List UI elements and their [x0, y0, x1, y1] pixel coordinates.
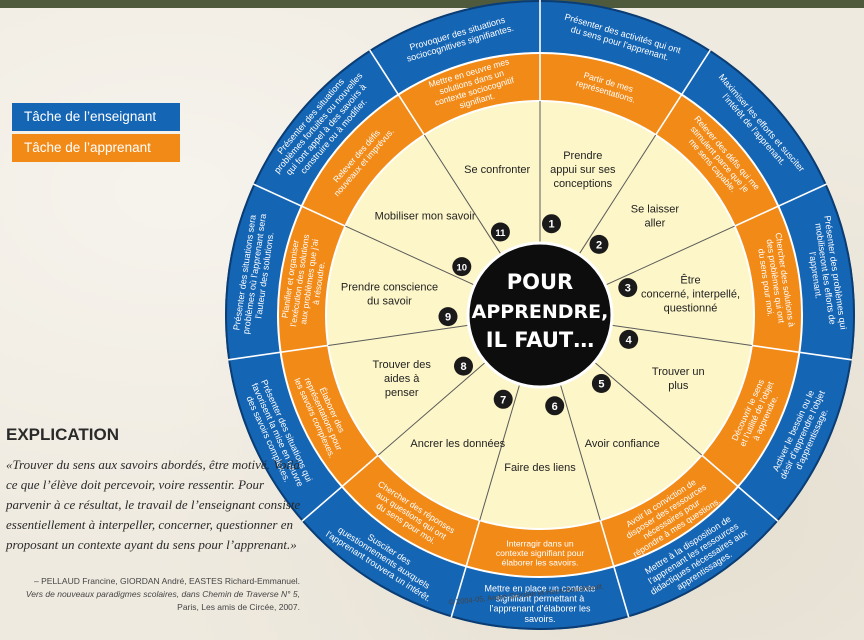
step-number-3: 3	[625, 283, 631, 295]
step-label-6: Faire des liens	[504, 462, 576, 474]
step-number-2: 2	[596, 239, 602, 251]
step-label-8: aides à	[384, 373, 420, 385]
step-label-10: Mobiliser mon savoir	[375, 211, 476, 223]
center-title-line: APPRENDRE,	[472, 301, 609, 323]
step-label-4: plus	[668, 380, 689, 392]
center-title-line: POUR	[507, 270, 573, 294]
explication-quote: «Trouver du sens aux savoirs abordés, êt…	[6, 457, 301, 552]
step-label-5: Avoir confiance	[585, 438, 660, 450]
legend: Tâche de l’enseignant Tâche de l’apprena…	[12, 103, 180, 165]
step-number-badge	[490, 222, 510, 242]
step-number-badge	[545, 396, 565, 416]
reference-title: Vers de nouveaux paradigmes scolaires, d…	[25, 589, 300, 599]
step-label-7: Ancrer les données	[410, 438, 505, 450]
step-number-badge	[438, 307, 458, 327]
learner-task-6-line: élaborer les savoirs.	[502, 558, 579, 568]
step-label-9: Prendre conscience	[341, 281, 438, 293]
outer-divider	[228, 344, 329, 361]
wheel-center: POUR APPRENDRE, IL FAUT…	[466, 241, 614, 389]
outer-divider	[253, 183, 346, 227]
step-label-8: Trouver des	[373, 359, 432, 371]
inner-divider	[328, 324, 469, 346]
step-number-badge	[542, 214, 561, 234]
inner-divider	[423, 134, 502, 255]
step-label-1: conceptions	[553, 178, 612, 190]
teacher-task-6-line: Mettre en place un contexte	[484, 584, 595, 594]
center-title-line: IL FAUT…	[486, 328, 594, 352]
step-number-badge	[591, 374, 611, 393]
step-number-badge	[452, 257, 472, 277]
step-label-9: du savoir	[367, 295, 412, 307]
wheel-dividers	[228, 0, 852, 618]
step-number-1: 1	[548, 219, 554, 231]
inner-divider	[345, 225, 475, 286]
inner-divider	[611, 324, 752, 346]
inner-divider	[559, 383, 601, 521]
step-label-4: Trouver un	[652, 366, 705, 378]
explication-section: EXPLICATION «Trouver du sens aux savoirs…	[6, 425, 306, 555]
step-number-4: 4	[626, 334, 633, 346]
step-number-6: 6	[552, 401, 558, 413]
step-number-8: 8	[460, 361, 466, 373]
outer-divider	[369, 49, 425, 136]
step-label-3: Être	[680, 273, 700, 286]
step-number-10: 10	[457, 263, 468, 274]
legend-learner-task: Tâche de l’apprenant	[12, 134, 180, 162]
inner-divider	[578, 134, 657, 255]
step-label-2: aller	[645, 218, 666, 230]
step-number-badge	[454, 356, 473, 376]
step-label-1: appui sur ses	[550, 164, 616, 176]
outer-divider	[734, 183, 827, 227]
step-number-badge	[493, 389, 513, 409]
center-circle	[466, 241, 614, 389]
step-number-badge	[589, 234, 609, 254]
step-label-1: Prendre	[563, 150, 602, 162]
inner-divider	[605, 225, 735, 286]
outer-divider	[301, 454, 379, 522]
step-number-9: 9	[445, 312, 451, 324]
inner-divider	[479, 383, 521, 521]
outer-divider	[450, 520, 481, 618]
reference-place: Paris, Les amis de Circée, 2007.	[177, 602, 300, 612]
step-number-badge	[619, 329, 639, 349]
step-number-badge	[618, 278, 638, 298]
step-label-3: concerné, interpellé,	[641, 288, 740, 300]
outer-divider	[701, 454, 779, 522]
step-number-5: 5	[598, 379, 604, 391]
reference-authors: – PELLAUD Francine, GIORDAN André, EASTE…	[34, 576, 300, 586]
teacher-task-6-line: savoirs.	[524, 614, 555, 624]
step-number-11: 11	[495, 228, 506, 239]
step-label-2: Se laisser	[631, 204, 680, 216]
teacher-task-6-line: l’apprenant d’élaborer les	[489, 604, 591, 614]
learner-task-6-line: contexte signifiant pour	[496, 548, 585, 558]
outer-divider	[655, 49, 711, 136]
inner-divider	[377, 361, 486, 456]
teacher-task-6-line: signifiant permettant à	[496, 594, 585, 604]
outer-divider	[599, 520, 630, 618]
step-label-8: penser	[385, 387, 419, 399]
step-number-7: 7	[500, 394, 506, 406]
explication-reference: – PELLAUD Francine, GIORDAN André, EASTE…	[0, 575, 300, 614]
step-label-11: Se confronter	[464, 164, 530, 176]
outer-divider	[751, 344, 852, 361]
explication-heading: EXPLICATION	[6, 425, 120, 444]
step-label-3: questionné	[664, 302, 718, 314]
learner-task-6-line: Interragir dans un	[506, 538, 574, 548]
legend-teacher-task: Tâche de l’enseignant	[12, 103, 180, 131]
inner-divider	[594, 361, 703, 456]
top-border-strip	[0, 0, 864, 8]
